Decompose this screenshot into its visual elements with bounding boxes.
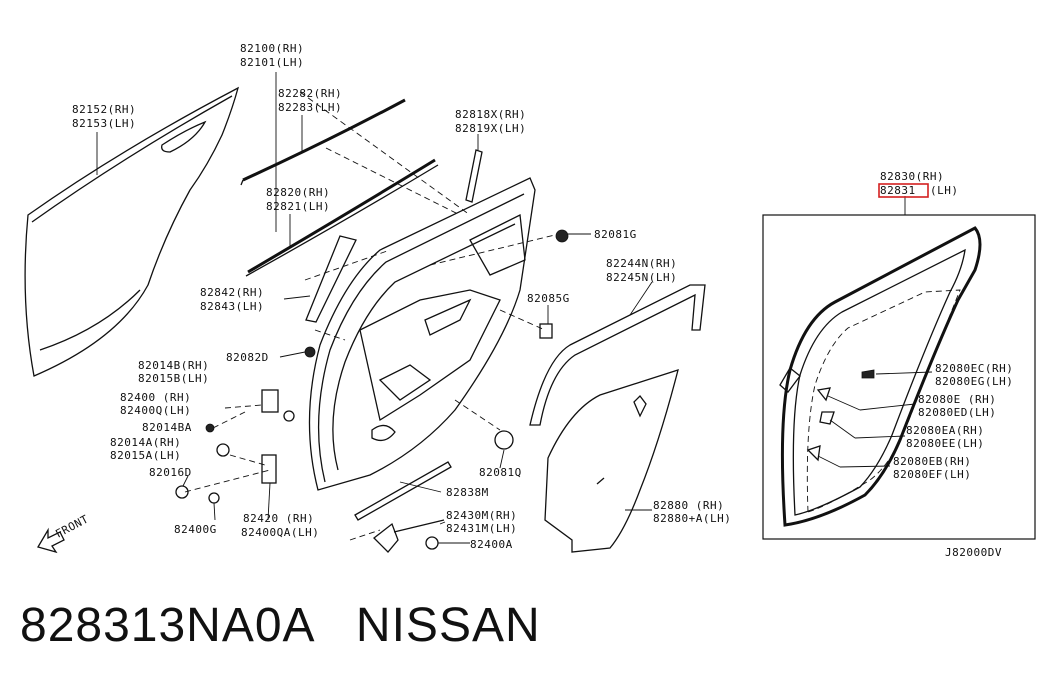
label-82830: 82830(RH)	[880, 170, 944, 183]
label-82080EB: 82080EB(RH)	[893, 455, 971, 468]
weatherstrip-detail-box	[762, 214, 1036, 540]
assembly-guide-lines	[184, 91, 556, 541]
label-82080EF: 82080EF(LH)	[893, 468, 971, 481]
label-82431M: 82431M(LH)	[446, 522, 517, 535]
label-82820: 82820(RH)	[266, 186, 330, 199]
diagram-code: J82000DV	[945, 546, 1002, 559]
weatherstrip-clips	[806, 369, 933, 468]
label-82080ED: 82080ED(LH)	[918, 406, 996, 419]
highlight-box	[878, 183, 929, 198]
front-direction-arrow	[37, 527, 65, 554]
label-82014BA: 82014BA	[142, 421, 192, 434]
label-82430M: 82430M(RH)	[446, 509, 517, 522]
label-82101: 82101(LH)	[240, 56, 304, 69]
label-82080EC: 82080EC(RH)	[935, 362, 1013, 375]
label-82015A: 82015A(LH)	[110, 449, 181, 462]
door-glass	[544, 369, 679, 553]
label-82400: 82400 (RH)	[120, 391, 191, 404]
label-82100: 82100(RH)	[240, 42, 304, 55]
label-82080EA: 82080EA(RH)	[906, 424, 984, 437]
label-82153: 82153(LH)	[72, 117, 136, 130]
label-82400G: 82400G	[174, 523, 217, 536]
label-82283: 82283(LH)	[278, 101, 342, 114]
label-82080EG: 82080EG(LH)	[935, 375, 1013, 388]
label-82831-side: (LH)	[930, 184, 959, 197]
label-82244N: 82244N(RH)	[606, 257, 677, 270]
label-82081G: 82081G	[594, 228, 637, 241]
label-82880: 82880 (RH)	[653, 499, 724, 512]
label-82400A: 82400A	[470, 538, 513, 551]
part-labels: 82100(RH) 82101(LH) 82152(RH) 82153(LH) …	[53, 42, 1013, 559]
label-82818X: 82818X(RH)	[455, 108, 526, 121]
inner-sealing-strip	[354, 461, 452, 521]
label-82015B: 82015B(LH)	[138, 372, 209, 385]
leader-lines	[182, 233, 591, 544]
label-82400QA: 82400QA(LH)	[241, 526, 319, 539]
label-82880A: 82880+A(LH)	[653, 512, 731, 525]
label-82400Q: 82400Q(LH)	[120, 404, 191, 417]
label-82016D: 82016D	[149, 466, 192, 479]
label-82014B: 82014B(RH)	[138, 359, 209, 372]
door-inner-frame	[308, 177, 536, 491]
label-82080E: 82080E (RH)	[918, 393, 996, 406]
window-run-channel	[529, 284, 706, 426]
label-82843: 82843(LH)	[200, 300, 264, 313]
label-82245N: 82245N(LH)	[606, 271, 677, 284]
label-82821: 82821(LH)	[266, 200, 330, 213]
part-number-caption: 828313NA0A NISSAN	[20, 599, 541, 652]
label-82838M: 82838M	[446, 486, 489, 499]
belt-moulding-strips	[240, 98, 439, 277]
corner-trim	[305, 149, 483, 323]
label-82085G: 82085G	[527, 292, 570, 305]
label-82420: 82420 (RH)	[243, 512, 314, 525]
label-82080EE: 82080EE(LH)	[906, 437, 984, 450]
label-82082D: 82082D	[226, 351, 269, 364]
label-82831-code: 82831	[880, 184, 916, 197]
label-82152: 82152(RH)	[72, 103, 136, 116]
label-82842: 82842(RH)	[200, 286, 264, 299]
door-weatherstrip	[779, 226, 982, 527]
label-82819X: 82819X(LH)	[455, 122, 526, 135]
label-82282: 82282(RH)	[278, 87, 342, 100]
label-82014A: 82014A(RH)	[110, 436, 181, 449]
fasteners	[175, 229, 569, 553]
label-front: FRONT	[53, 512, 91, 540]
outer-door-panel	[24, 86, 240, 377]
label-82081Q: 82081Q	[479, 466, 522, 479]
